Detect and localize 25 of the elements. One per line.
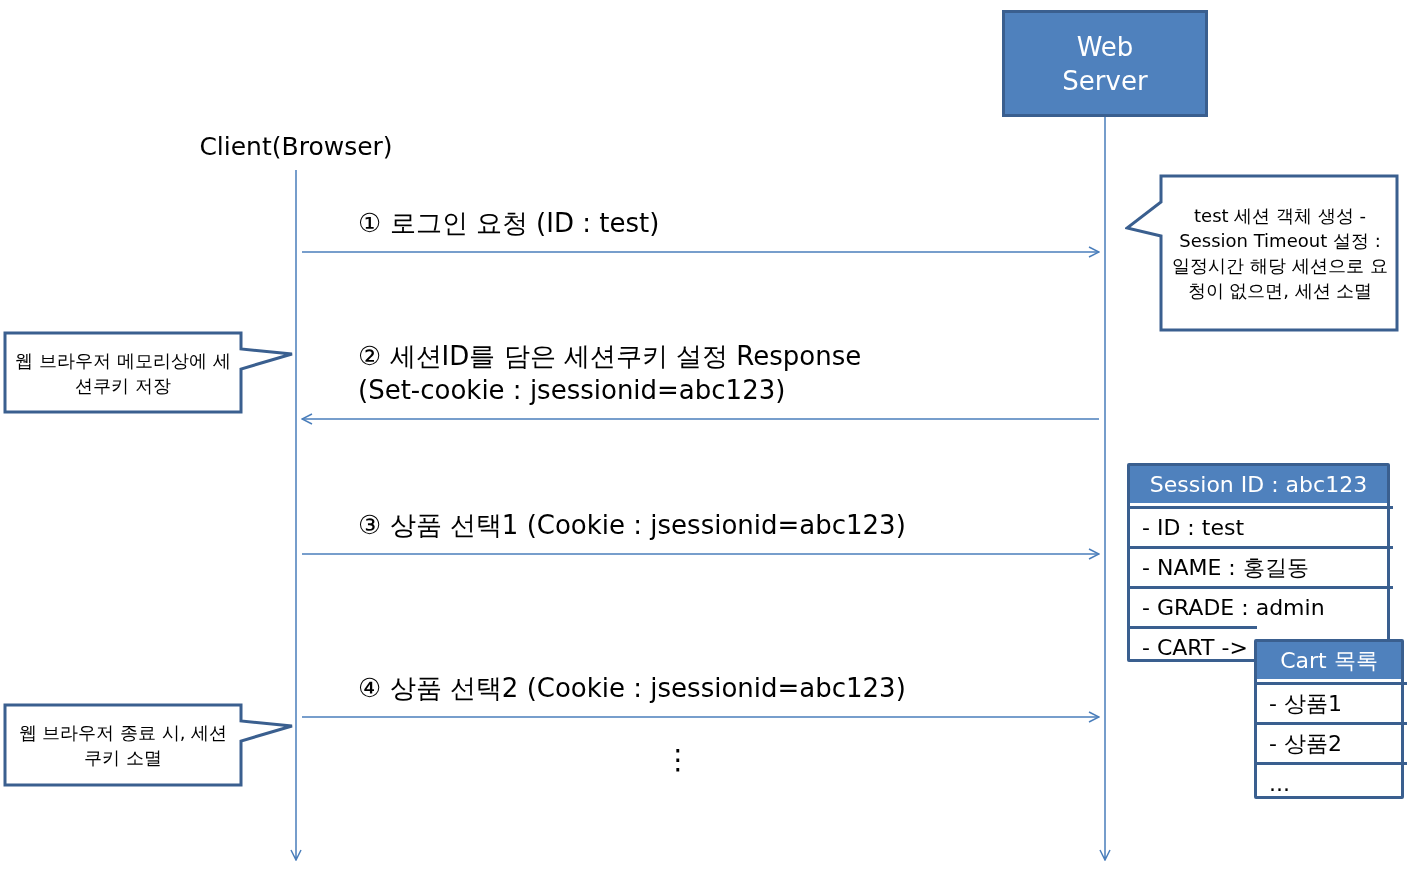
- message-arrow: [301, 548, 1100, 560]
- message-arrow: [301, 413, 1100, 425]
- table-row: - 상품2: [1257, 722, 1407, 762]
- cart-table: [1254, 639, 1404, 799]
- lifeline: [290, 170, 302, 861]
- edge-label: ② 세션ID를 담은 세션쿠키 설정 Response (Set-cookie : jsessionid=abc123): [358, 340, 863, 407]
- lifeline: [1099, 117, 1111, 861]
- edge-label: ① 로그인 요청 (ID : test): [358, 207, 661, 240]
- table-row: - ID : test: [1130, 506, 1393, 546]
- ellipsis-label: ⋮: [664, 742, 692, 778]
- table-row: - 상품1: [1257, 682, 1407, 722]
- table-row: - GRADE : admin: [1130, 586, 1393, 626]
- callout-box: 웹 브라우저 메모리상에 세션쿠키 저장: [3, 331, 295, 414]
- message-arrow: [301, 246, 1100, 258]
- message-arrow: [301, 711, 1100, 723]
- table-header: Cart 목록: [1257, 642, 1401, 679]
- client-label: Client(Browser): [190, 126, 402, 166]
- table-row: ...: [1257, 762, 1407, 802]
- table-header: Session ID : abc123: [1130, 466, 1387, 503]
- server-box: Web Server: [1002, 10, 1208, 117]
- callout-box: 웹 브라우저 종료 시, 세션쿠키 소멸: [3, 703, 295, 787]
- edge-label: ③ 상품 선택1 (Cookie : jsessionid=abc123): [358, 509, 907, 542]
- callout-box: test 세션 객체 생성 - Session Timeout 설정 : 일정시간 해당 세션으로 요청이 없으면, 세션 소멸: [1125, 174, 1399, 332]
- table-row: - NAME : 홍길동: [1130, 546, 1393, 586]
- edge-label: ④ 상품 선택2 (Cookie : jsessionid=abc123): [358, 672, 907, 705]
